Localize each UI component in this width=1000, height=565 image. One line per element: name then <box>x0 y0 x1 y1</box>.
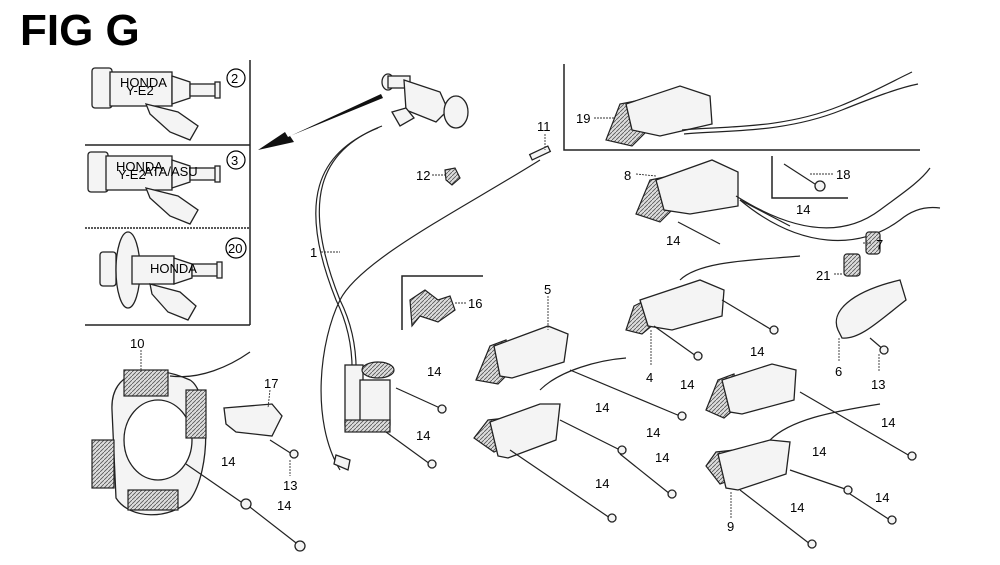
callout-3: 3 <box>231 153 238 168</box>
grommets-and-plate <box>835 231 907 355</box>
callout-14: 14 <box>427 364 441 379</box>
callout-14: 14 <box>595 400 609 415</box>
callout-14: 14 <box>221 454 235 469</box>
callout-14: 14 <box>655 450 669 465</box>
coil-8 <box>635 159 941 245</box>
spark-plug-cap-option-20: HONDA 20 <box>99 231 247 321</box>
callout-14: 14 <box>666 233 680 248</box>
bolt-18-box <box>771 156 848 199</box>
callout-4: 4 <box>646 370 653 385</box>
callout-14: 14 <box>790 500 804 515</box>
embossed-text: Y-E2 <box>126 83 154 98</box>
callout-circle <box>226 150 246 170</box>
callout-14: 14 <box>881 415 895 430</box>
coil-19-box <box>563 64 920 151</box>
coil-5-pair <box>473 325 687 523</box>
embossed-text: HONDA <box>150 261 197 276</box>
embossed-text: HONDA <box>116 159 163 174</box>
embossed-text: Y-E2 <box>118 167 146 182</box>
coil-4 <box>625 255 801 361</box>
callout-13: 13 <box>871 377 885 392</box>
callout-circle <box>225 237 247 259</box>
callout-20: 20 <box>228 241 242 256</box>
embossed-text: HONDA <box>120 75 167 90</box>
callout-11: 11 <box>537 119 551 134</box>
inset-panel <box>85 60 251 326</box>
callout-14: 14 <box>646 425 660 440</box>
callout-14: 14 <box>796 202 810 217</box>
coil-9-pair <box>705 363 917 549</box>
callout-19: 19 <box>576 111 590 126</box>
callout-13: 13 <box>283 478 297 493</box>
callout-18: 18 <box>836 167 850 182</box>
callout-7: 7 <box>876 237 883 252</box>
callout-10: 10 <box>130 336 144 351</box>
clamp-box <box>401 275 483 330</box>
ignition-coil-assembly <box>315 73 541 471</box>
callout-6: 6 <box>835 364 842 379</box>
callout-14: 14 <box>875 490 889 505</box>
callout-14: 14 <box>812 444 826 459</box>
stator <box>91 351 306 552</box>
callout-14: 14 <box>595 476 609 491</box>
callout-2: 2 <box>231 71 238 86</box>
spark-plug-cap-option-3: HONDA Y-E2 ATA/ASU 3 <box>87 150 246 225</box>
callout-5: 5 <box>544 282 551 297</box>
callout-14: 14 <box>277 498 291 513</box>
callout-9: 9 <box>727 519 734 534</box>
callout-1: 1 <box>310 245 317 260</box>
spark-plug-cap-option-2: HONDA Y-E2 2 <box>91 67 246 141</box>
bracket <box>223 403 299 459</box>
callout-8: 8 <box>624 168 631 183</box>
arrow-icon <box>258 94 383 150</box>
figure-title: FIG G <box>20 6 140 55</box>
leader-lines <box>140 117 880 518</box>
callout-circle <box>226 68 246 88</box>
callout-14: 14 <box>680 377 694 392</box>
ignition-coil-bolts <box>385 387 447 469</box>
callout-17: 17 <box>264 376 278 391</box>
callout-12: 12 <box>416 168 430 183</box>
callout-14: 14 <box>416 428 430 443</box>
embossed-text: ATA/ASU <box>144 164 198 179</box>
callout-21: 21 <box>816 268 830 283</box>
callout-14: 14 <box>750 344 764 359</box>
wire-terminal <box>528 145 552 161</box>
callout-labels: 1 4 5 6 7 8 9 10 11 12 13 13 14 14 14 14… <box>130 111 895 534</box>
clip <box>444 167 461 186</box>
callout-16: 16 <box>468 296 482 311</box>
